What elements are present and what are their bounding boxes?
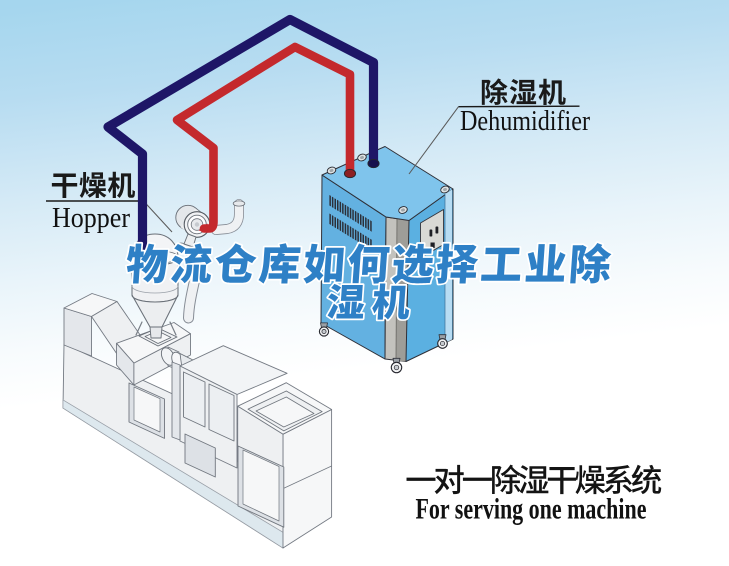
svg-text:Hopper: Hopper — [52, 203, 131, 234]
svg-text:For serving one machine: For serving one machine — [416, 493, 647, 526]
svg-text:Dehumidifier: Dehumidifier — [460, 106, 591, 137]
